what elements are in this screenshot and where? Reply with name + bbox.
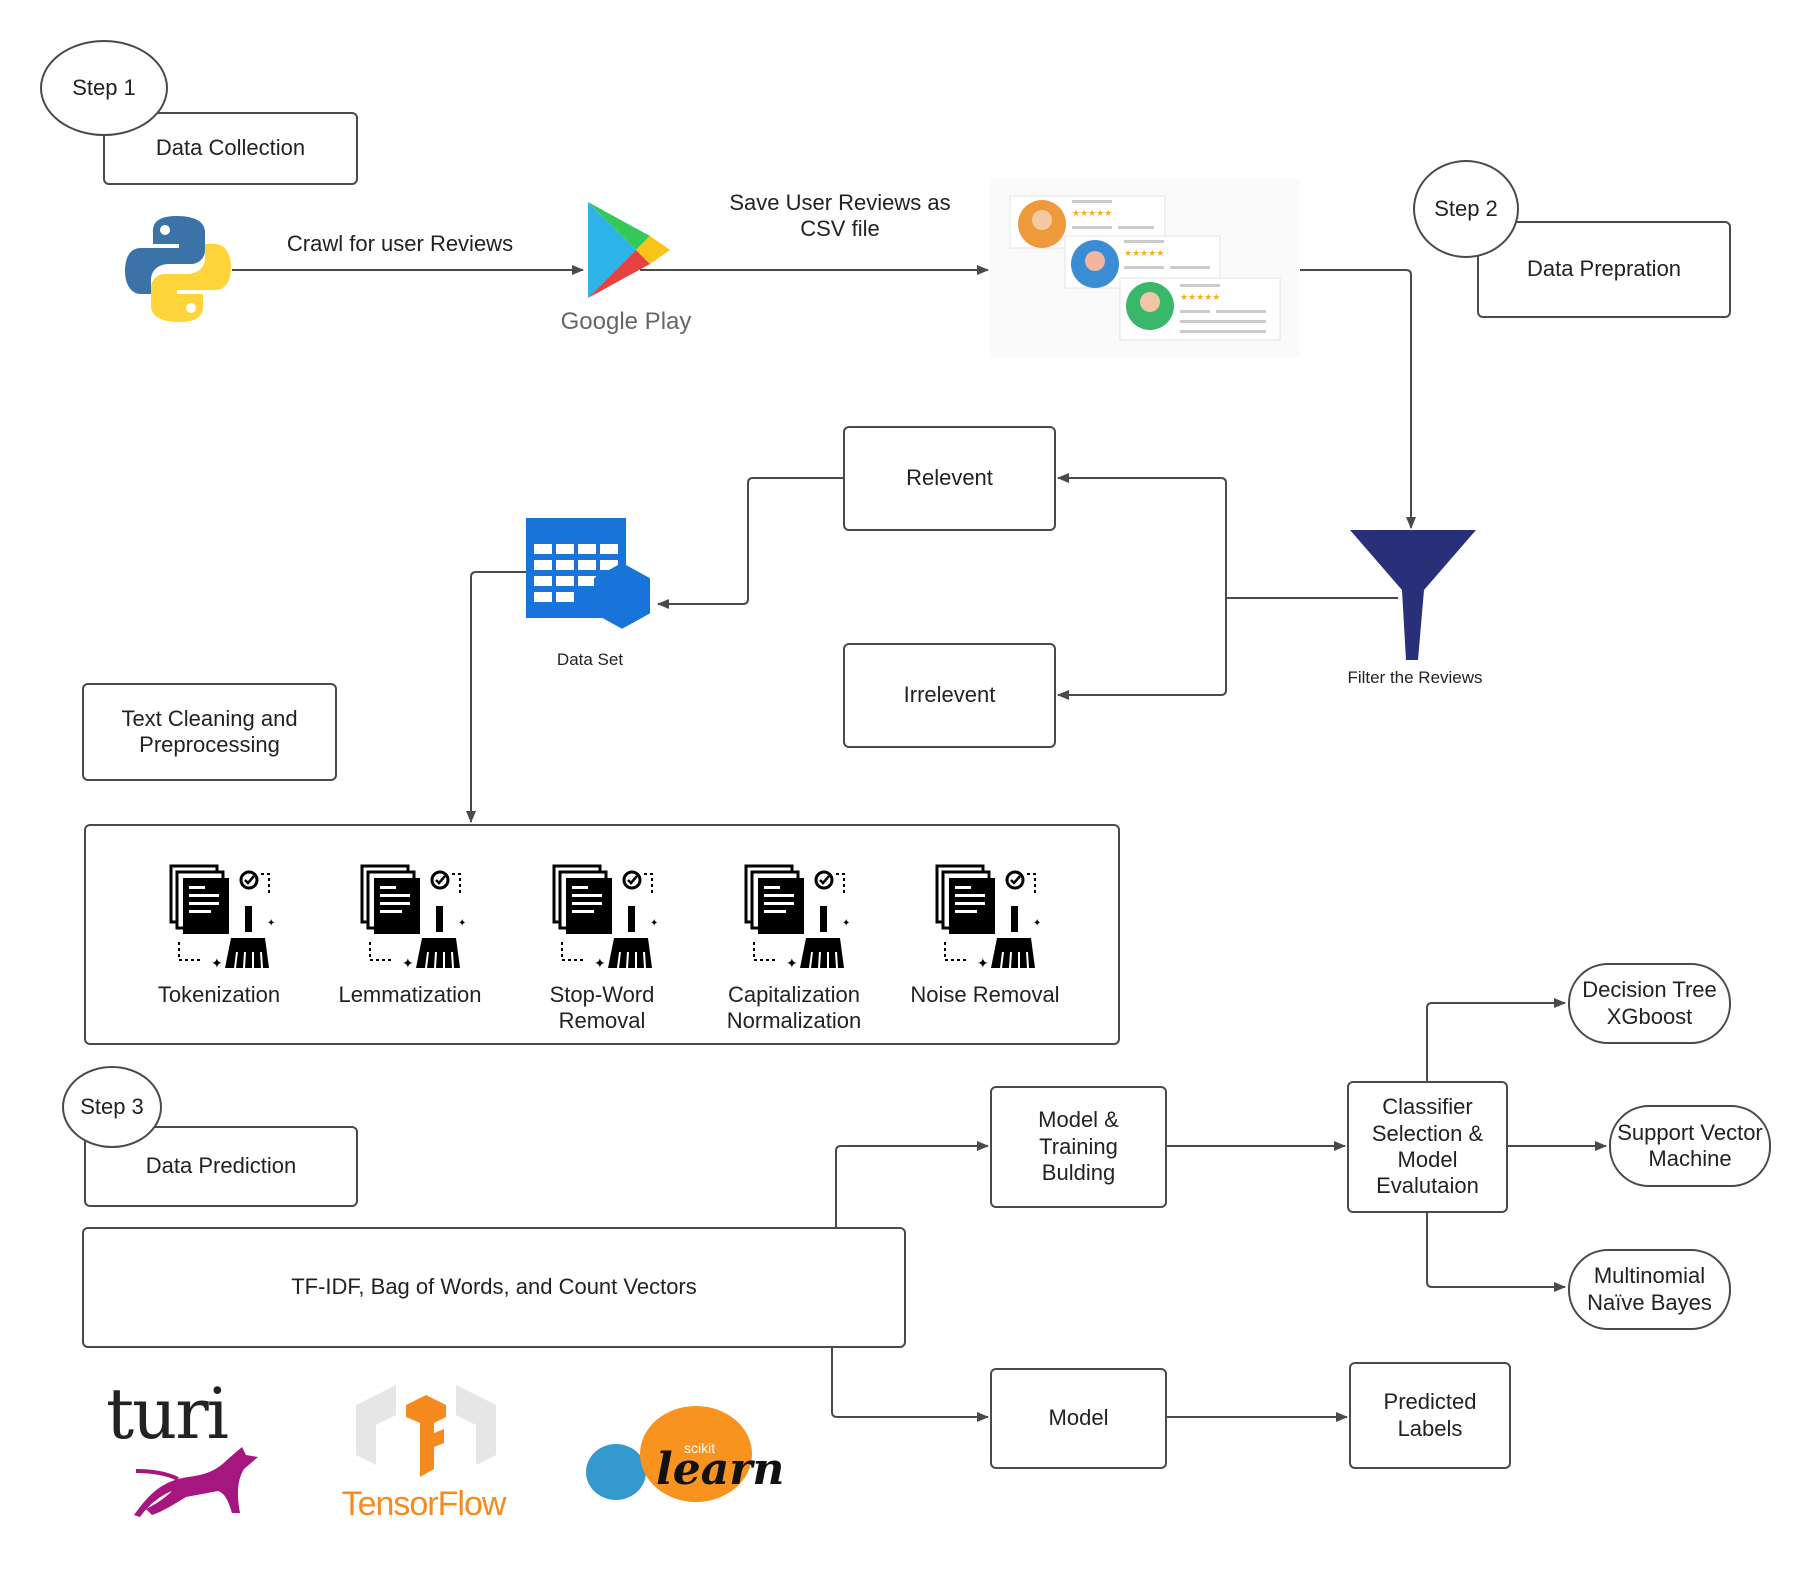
classifier-label: Classifier Selection & Model Evalutaion [1371,1094,1484,1199]
model-box: Model [990,1368,1167,1469]
relevant-label: Relevent [906,465,993,491]
dataset-label: Data Set [556,650,624,669]
preprocessing-step-label: Capitalization Normalization [726,982,862,1034]
preprocessing-container [84,824,1120,1045]
step-1-label: Step 1 [72,75,136,100]
scikit-small-text: scikit [684,1440,716,1456]
vectors-label: TF-IDF, Bag of Words, and Count Vectors [291,1274,697,1300]
turi-dog-icon [134,1447,258,1517]
tensorflow-logo: TensorFlow [336,1385,511,1525]
decision-tree-label: Decision Tree XGboost [1582,977,1717,1029]
data-cleaning-icon: ✦✦ [552,864,658,971]
google-play-label: Google Play [560,308,692,335]
model-label: Model [1048,1405,1109,1431]
classifier-option-decision-tree: Decision Tree XGboost [1568,963,1731,1044]
save-csv-label: Save User Reviews as CSV file [729,190,951,242]
svg-text:✦: ✦ [594,955,606,971]
model-training-box: Model & Training Bulding [990,1086,1167,1208]
google-play-icon [588,202,670,298]
turi-logo: turi [106,1373,266,1525]
classifier-box: Classifier Selection & Model Evalutaion [1347,1081,1508,1213]
text-cleaning-title: Text Cleaning and Preprocessing [121,705,298,757]
data-cleaning-icon: ✦✦ [360,864,466,971]
classifier-option-svm: Support Vector Machine [1609,1105,1771,1187]
user-reviews-icon: ★★★★★ ★★★★★ ★★★★★ [990,178,1300,358]
edge-classifier-to-nb [1426,1212,1566,1292]
preprocessing-step-label: Noise Removal [910,982,1060,1007]
filter-funnel-icon [1350,530,1476,660]
step-3-circle: Step 3 [62,1066,162,1148]
tensorflow-wordmark: TensorFlow [341,1485,507,1523]
preprocessing-step: ✦✦Stop-Word Removal [512,864,692,1034]
scikit-learn-logo: scikit learn [584,1404,784,1504]
preprocessing-step: ✦✦Capitalization Normalization [704,864,884,1034]
data-preparation-box: Data Prepration [1477,221,1731,318]
classifier-option-naive-bayes: Multinomial Naïve Bayes [1568,1249,1731,1330]
python-logo-icon [125,216,231,322]
filter-label: Filter the Reviews [1347,668,1483,687]
step-2-circle: Step 2 [1413,160,1519,258]
step-3-label: Step 3 [80,1094,144,1119]
preprocessing-step: ✦✦Tokenization [129,864,309,1034]
turi-wordmark: turi [106,1373,229,1455]
svg-text:✦: ✦ [267,918,275,929]
edge-split-to-relevant [1057,473,1227,598]
predicted-labels-box: Predicted Labels [1349,1362,1511,1469]
data-cleaning-icon: ✦✦ [169,864,275,971]
svg-text:★★★★★: ★★★★★ [1124,248,1164,258]
preprocessing-step: ✦✦Noise Removal [895,864,1075,1034]
svg-text:★★★★★: ★★★★★ [1180,292,1220,302]
text-cleaning-box: Text Cleaning and Preprocessing [82,683,337,781]
naive-bayes-label: Multinomial Naïve Bayes [1587,1263,1712,1315]
data-cleaning-icon: ✦✦ [935,864,1041,971]
irrelevant-box: Irrelevent [843,643,1056,748]
scikit-learn-icon [586,1406,752,1502]
data-prediction-title: Data Prediction [145,1153,297,1179]
edge-vectors-to-training [835,1141,989,1227]
preprocessing-step-label: Lemmatization [338,982,482,1007]
edge-split-to-irrelevant [1057,598,1227,700]
edge-relevant-to-dataset [657,477,843,609]
data-cleaning-icon: ✦✦ [744,864,850,971]
edge-reviews-to-filter [1300,269,1416,529]
scikit-learn-text: learn [656,1444,785,1495]
svg-text:★★★★★: ★★★★★ [1072,208,1112,218]
preprocessing-step-label: Tokenization [157,982,281,1007]
svg-text:✦: ✦ [977,955,989,971]
preprocessing-step: ✦✦Lemmatization [320,864,500,1034]
edge-classifier-to-dt [1426,998,1566,1081]
step-2-label: Step 2 [1434,196,1498,221]
svg-text:✦: ✦ [211,955,223,971]
svg-text:✦: ✦ [1033,918,1041,929]
svg-text:✦: ✦ [402,955,414,971]
edge-vectors-to-model [831,1347,989,1422]
tensorflow-icon [356,1385,496,1477]
svm-label: Support Vector Machine [1617,1119,1763,1171]
crawl-label: Crawl for user Reviews [286,231,514,256]
step-1-circle: Step 1 [40,40,168,136]
svg-text:✦: ✦ [458,918,466,929]
irrelevant-label: Irrelevent [903,682,996,708]
svg-text:✦: ✦ [786,955,798,971]
vectors-box: TF-IDF, Bag of Words, and Count Vectors [82,1227,906,1348]
model-training-label: Model & Training Bulding [1038,1107,1119,1186]
svg-text:✦: ✦ [650,918,658,929]
relevant-box: Relevent [843,426,1056,531]
svg-text:✦: ✦ [842,918,850,929]
data-collection-title: Data Collection [155,135,306,161]
dataset-icon [526,518,650,629]
edge-dataset-to-cleaning [466,571,528,823]
data-preparation-title: Data Prepration [1526,256,1682,282]
predicted-labels-label: Predicted Labels [1383,1389,1477,1441]
preprocessing-step-label: Stop-Word Removal [549,982,655,1034]
data-collection-box: Data Collection [103,112,358,185]
